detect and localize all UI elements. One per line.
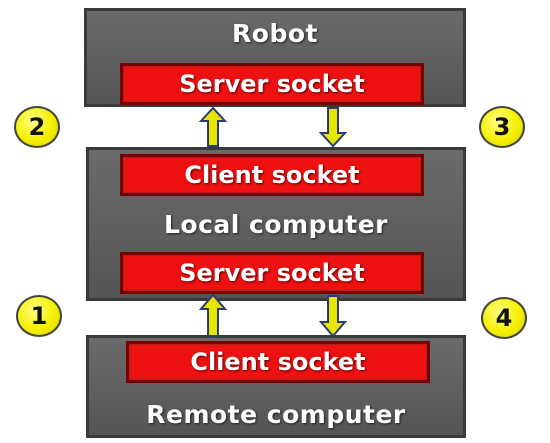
step-badge-3: 3 [479, 106, 525, 148]
down-arrow-icon [318, 107, 348, 148]
step-badge-1: 1 [16, 295, 62, 337]
remote-client-socket: Client socket [126, 341, 430, 383]
local-computer-block: Client socket Local computer Server sock… [86, 147, 466, 301]
robot-server-socket: Server socket [120, 63, 424, 105]
remote-computer-block: Client socket Remote computer [86, 335, 466, 438]
local-computer-label: Local computer [163, 210, 389, 239]
up-arrow-icon [198, 293, 228, 337]
up-arrow-icon [198, 106, 228, 147]
robot-block: Robot Server socket [84, 8, 466, 107]
step-badge-2: 2 [14, 106, 60, 148]
robot-label: Robot [232, 19, 318, 48]
remote-computer-label: Remote computer [146, 400, 406, 429]
local-client-socket: Client socket [120, 154, 424, 196]
step-badge-4: 4 [481, 297, 527, 339]
down-arrow-icon [318, 295, 348, 338]
local-server-socket: Server socket [120, 252, 424, 294]
